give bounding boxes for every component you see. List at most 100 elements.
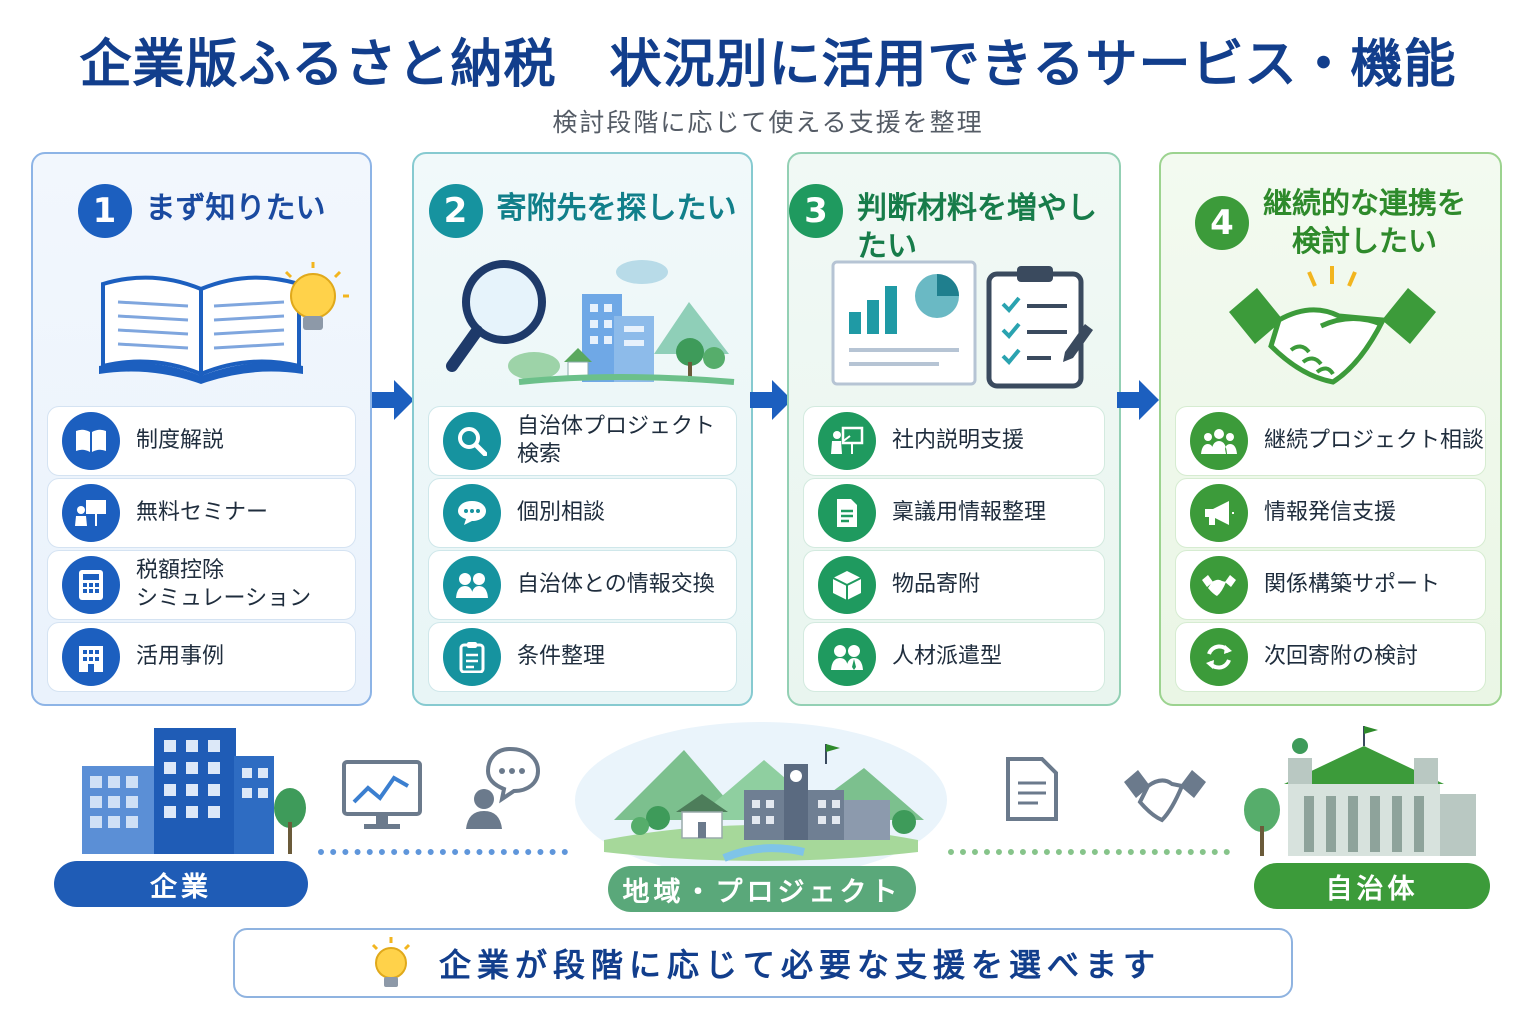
- service-item-next-donation[interactable]: 次回寄附の検討: [1175, 622, 1486, 692]
- service-label: 物品寄附: [892, 572, 981, 597]
- report-checklist-illustration: [831, 260, 1093, 389]
- stage-title-4-line2: 検討したい: [1291, 224, 1437, 258]
- service-label: 社内説明支援: [892, 428, 1025, 453]
- service-label: 人材派遣型: [892, 644, 1003, 669]
- tree-icon: [1292, 738, 1308, 754]
- stage-column-4: 4 継続的な連携を 検討したい 継続プロジェクト相談 情報発信支援: [1159, 152, 1502, 706]
- lightbulb-icon: [371, 937, 411, 987]
- service-label: 条件整理: [517, 644, 606, 669]
- document-icon: [818, 484, 876, 542]
- refresh-icon: [1190, 628, 1248, 686]
- region-town-illustration: [575, 722, 947, 878]
- box-icon: [818, 556, 876, 614]
- dotted-connector: [318, 849, 568, 855]
- service-label: 自治体との情報交換: [517, 572, 715, 597]
- report-chart-icon: [831, 260, 977, 386]
- handshake-illustration: [1229, 266, 1436, 385]
- service-label: 制度解説: [136, 428, 225, 453]
- service-item-continuing-project[interactable]: 継続プロジェクト相談: [1175, 406, 1486, 476]
- service-label: 情報発信支援: [1264, 500, 1397, 525]
- office-tower-icon: [82, 728, 274, 854]
- service-label: 次回寄附の検討: [1264, 644, 1419, 669]
- service-item-condition-organizing[interactable]: 条件整理: [428, 622, 737, 692]
- service-label: 自治体プロジェクト検索: [517, 414, 716, 467]
- arrow-right-icon: [750, 380, 792, 420]
- stage-number-1: 1: [77, 184, 132, 238]
- arrow-right-icon: [372, 380, 414, 420]
- staff-icon: [818, 628, 876, 686]
- service-item-individual-consultation[interactable]: 個別相談: [428, 478, 737, 548]
- service-item-information-sharing[interactable]: 情報発信支援: [1175, 478, 1486, 548]
- stage-column-3: 3 判断材料を増やしたい 社内説明支援 稟議用情報整理: [787, 152, 1121, 706]
- service-item-free-seminar[interactable]: 無料セミナー: [47, 478, 356, 548]
- stage-number-2: 2: [428, 184, 483, 238]
- people-icon: [443, 556, 501, 614]
- service-item-municipality-exchange[interactable]: 自治体との情報交換: [428, 550, 737, 620]
- service-label: 無料セミナー: [136, 500, 269, 525]
- page-subtitle: 検討段階に応じて使える支援を整理: [552, 108, 984, 137]
- service-label: 個別相談: [517, 500, 606, 525]
- stage-items-2: 自治体プロジェクト検索 個別相談 自治体との情報交換 条件整理: [428, 406, 737, 694]
- presenter-icon: [818, 412, 876, 470]
- stage-title-2: 寄附先を探したい: [496, 191, 737, 226]
- mountain-icon: [654, 302, 729, 354]
- service-item-internal-explanation[interactable]: 社内説明支援: [803, 406, 1105, 476]
- stage-header-4: 4 継続的な連携を 検討したい: [1161, 184, 1500, 274]
- stage-number-4: 4: [1194, 196, 1249, 250]
- service-label: 関係構築サポート: [1264, 572, 1441, 597]
- stage-header-1: 1 まず知りたい: [33, 184, 370, 274]
- tree-icon: [274, 788, 306, 854]
- service-item-case-studies[interactable]: 活用事例: [47, 622, 356, 692]
- service-item-project-search[interactable]: 自治体プロジェクト検索: [428, 406, 737, 476]
- magnifier-icon: [446, 260, 546, 372]
- company-label: 企業: [54, 861, 308, 907]
- service-item-approval-info[interactable]: 稟議用情報整理: [803, 478, 1105, 548]
- stage-header-2: 2 寄附先を探したい: [414, 184, 751, 274]
- city-hall-icon: [1284, 726, 1476, 856]
- building-icon: [62, 628, 120, 686]
- group-icon: [1190, 412, 1248, 470]
- municipality-label: 自治体: [1254, 863, 1490, 909]
- open-book-icon: [99, 275, 303, 384]
- service-item-relationship-support[interactable]: 関係構築サポート: [1175, 550, 1486, 620]
- arrow-right-icon: [1117, 380, 1159, 420]
- region-project-label: 地域・プロジェクト: [608, 866, 916, 912]
- megaphone-icon: [1190, 484, 1248, 542]
- cloud-icon: [616, 260, 668, 284]
- footer-message: 企業が段階に応じて必要な支援を選べます: [438, 946, 1161, 984]
- stage-items-3: 社内説明支援 稟議用情報整理 物品寄附 人材派遣型: [803, 406, 1105, 694]
- handshake-icon: [1124, 770, 1206, 823]
- footer-message-box: 企業が段階に応じて必要な支援を選べます: [233, 928, 1293, 998]
- handshake-icon: [1229, 266, 1436, 385]
- service-item-system-explanation[interactable]: 制度解説: [47, 406, 356, 476]
- page-title: 企業版ふるさと納税 状況別に活用できるサービス・機能: [79, 35, 1457, 95]
- handshake-icon: [1190, 556, 1248, 614]
- office-buildings-icon: [582, 294, 654, 382]
- stage-header-3: 3 判断材料を増やしたい: [789, 184, 1119, 274]
- service-label-line1: 税額控除: [136, 558, 225, 583]
- document-icon: [1006, 757, 1058, 821]
- dotted-connector: [948, 849, 1230, 855]
- book-icon: [62, 412, 120, 470]
- stage-title-4: 継続的な連携を 検討したい: [1263, 184, 1466, 260]
- service-label: 稟議用情報整理: [892, 500, 1047, 525]
- stage-column-1: 1 まず知りたい 制度解説: [31, 152, 372, 706]
- monitor-chart-icon: [342, 760, 422, 829]
- checklist-icon: [986, 266, 1093, 389]
- stage-title-1: まず知りたい: [145, 191, 326, 226]
- stage-number-3: 3: [789, 184, 843, 238]
- service-label: 継続プロジェクト相談: [1264, 428, 1485, 453]
- service-item-staff-dispatch[interactable]: 人材派遣型: [803, 622, 1105, 692]
- chat-icon: [443, 484, 501, 542]
- trees-icon: [508, 338, 725, 382]
- service-label: 活用事例: [136, 644, 225, 669]
- lightbulb-icon: [284, 262, 349, 330]
- tree-icon: [1244, 788, 1280, 856]
- service-item-goods-donation[interactable]: 物品寄附: [803, 550, 1105, 620]
- stage-items-4: 継続プロジェクト相談 情報発信支援 関係構築サポート 次回寄附の検討: [1175, 406, 1486, 694]
- company-building-illustration: [82, 728, 306, 854]
- open-book-lightbulb-illustration: [99, 262, 349, 384]
- service-item-tax-simulation[interactable]: 税額控除 シミュレーション: [47, 550, 356, 620]
- house-icon: [676, 794, 728, 839]
- presentation-icon: [62, 484, 120, 542]
